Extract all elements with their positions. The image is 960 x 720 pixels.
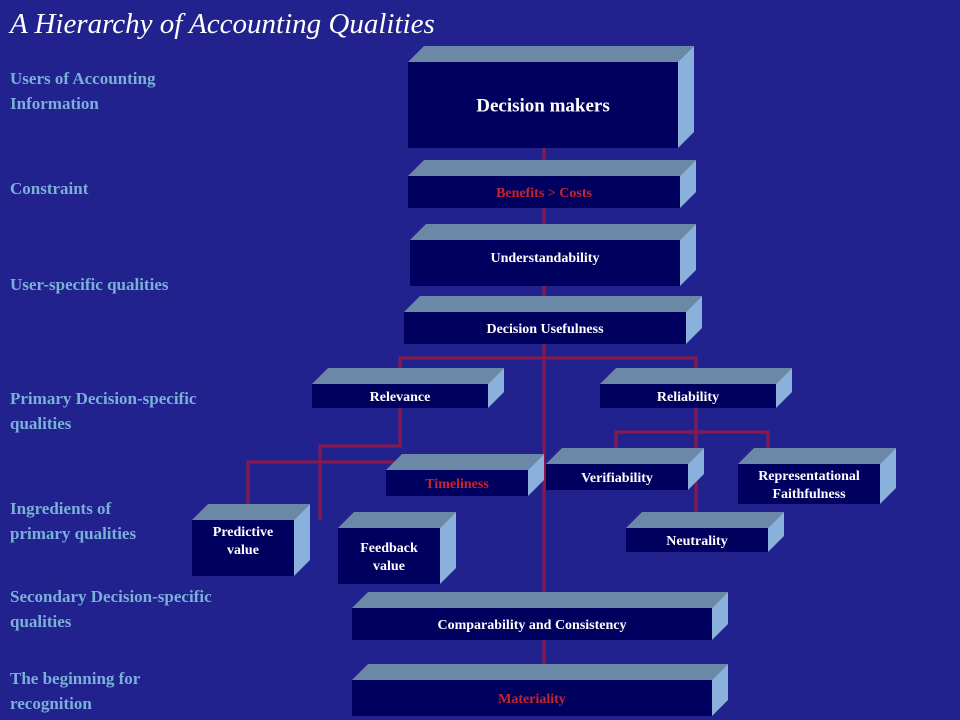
verifiability-box: Verifiability xyxy=(546,448,704,490)
box-top-face xyxy=(404,296,702,312)
box-side-face xyxy=(776,368,792,408)
level-label-secondary: Secondary Decision-specific qualities xyxy=(10,584,290,634)
box-label: Predictive xyxy=(213,525,273,540)
box-side-face xyxy=(440,512,456,584)
reliability-drop-line xyxy=(614,408,698,452)
feedback-value-box: Feedback value xyxy=(338,512,456,584)
box-top-face xyxy=(600,368,792,384)
box-label: Neutrality xyxy=(666,534,727,549)
box-front-face xyxy=(410,240,680,286)
box-side-face xyxy=(712,664,728,716)
level-label-user-specific: User-specific qualities xyxy=(10,272,290,297)
box-front-face xyxy=(546,464,688,490)
relevance-reliability-branch xyxy=(398,356,698,372)
level-label-ingredients: Ingredients of primary qualities xyxy=(10,496,290,546)
level-label-primary: Primary Decision-specific qualities xyxy=(10,386,290,436)
page-title: A Hierarchy of Accounting Qualities xyxy=(10,8,435,40)
box-side-face xyxy=(680,160,696,208)
box-side-face xyxy=(712,592,728,640)
box-side-face xyxy=(528,454,544,496)
decision-usefulness-box: Decision Usefulness xyxy=(404,296,702,344)
level-label-line: qualities xyxy=(10,414,72,433)
box-top-face xyxy=(312,368,504,384)
box-label: Decision makers xyxy=(476,96,610,117)
level-label-line: qualities xyxy=(10,612,72,631)
box-front-face xyxy=(352,608,712,640)
level-label-users: Users of Accounting Information xyxy=(10,66,290,116)
box-front-face xyxy=(738,464,880,504)
box-top-face xyxy=(410,224,696,240)
box-side-face xyxy=(768,512,784,552)
materiality-box: Materiality xyxy=(352,664,728,716)
box-front-face xyxy=(352,680,712,716)
reliability-right-branch xyxy=(696,430,770,452)
box-top-face xyxy=(738,448,896,464)
box-front-face xyxy=(338,528,440,584)
box-side-face xyxy=(294,504,310,576)
box-label: Comparability and Consistency xyxy=(437,618,626,633)
level-label-line: Constraint xyxy=(10,179,89,198)
level-label-line: User-specific qualities xyxy=(10,275,169,294)
box-label: Verifiability xyxy=(581,471,653,486)
level-label-line: The beginning for xyxy=(10,669,141,688)
box-front-face xyxy=(600,384,776,408)
box-label: Benefits > Costs xyxy=(496,186,592,201)
box-label: Feedback xyxy=(360,541,418,556)
box-front-face xyxy=(386,470,528,496)
box-top-face xyxy=(192,504,310,520)
box-side-face xyxy=(688,448,704,490)
box-label: Understandability xyxy=(491,251,600,266)
neutrality-box: Neutrality xyxy=(626,512,784,552)
level-label-constraint: Constraint xyxy=(10,176,290,201)
level-label-line: Primary Decision-specific xyxy=(10,389,197,408)
box-top-face xyxy=(626,512,784,528)
box-label: Timeliness xyxy=(425,477,489,492)
box-top-face xyxy=(408,160,696,176)
box-front-face xyxy=(404,312,686,344)
level-label-line: primary qualities xyxy=(10,524,137,543)
box-label: value xyxy=(373,559,405,574)
box-label: Representational xyxy=(758,469,860,484)
relevance-box: Relevance xyxy=(312,368,504,408)
box-label: Faithfulness xyxy=(772,487,846,502)
box-front-face xyxy=(408,176,680,208)
box-side-face xyxy=(680,224,696,286)
level-label-recognition: The beginning for recognition xyxy=(10,666,290,716)
level-label-line: Ingredients of xyxy=(10,499,112,518)
box-label: Reliability xyxy=(657,390,719,405)
predictive-value-box: Predictive value xyxy=(192,504,310,576)
level-label-line: Information xyxy=(10,94,99,113)
level-label-line: recognition xyxy=(10,694,92,713)
box-side-face xyxy=(678,46,694,148)
timeliness-box: Timeliness xyxy=(386,454,544,496)
box-top-face xyxy=(408,46,694,62)
box-label: Relevance xyxy=(370,390,431,405)
box-front-face xyxy=(408,62,678,148)
box-front-face xyxy=(192,520,294,576)
box-top-face xyxy=(338,512,456,528)
box-side-face xyxy=(686,296,702,344)
comparability-consistency-box: Comparability and Consistency xyxy=(352,592,728,640)
relevance-drop-line xyxy=(318,408,402,462)
box-top-face xyxy=(386,454,544,470)
reliability-box: Reliability xyxy=(600,368,792,408)
box-top-face xyxy=(352,664,728,680)
box-label: Materiality xyxy=(498,692,566,707)
box-top-face xyxy=(546,448,704,464)
understandability-box: Understandability xyxy=(410,224,696,286)
box-label: value xyxy=(227,543,259,558)
box-label: Decision Usefulness xyxy=(486,322,604,337)
level-label-line: Secondary Decision-specific xyxy=(10,587,212,606)
box-front-face xyxy=(312,384,488,408)
box-top-face xyxy=(352,592,728,608)
benefits-costs-box: Benefits > Costs xyxy=(408,160,696,208)
decision-makers-box: Decision makers xyxy=(408,46,694,148)
box-front-face xyxy=(626,528,768,552)
box-side-face xyxy=(880,448,896,504)
box-side-face xyxy=(488,368,504,408)
level-label-line: Users of Accounting xyxy=(10,69,156,88)
